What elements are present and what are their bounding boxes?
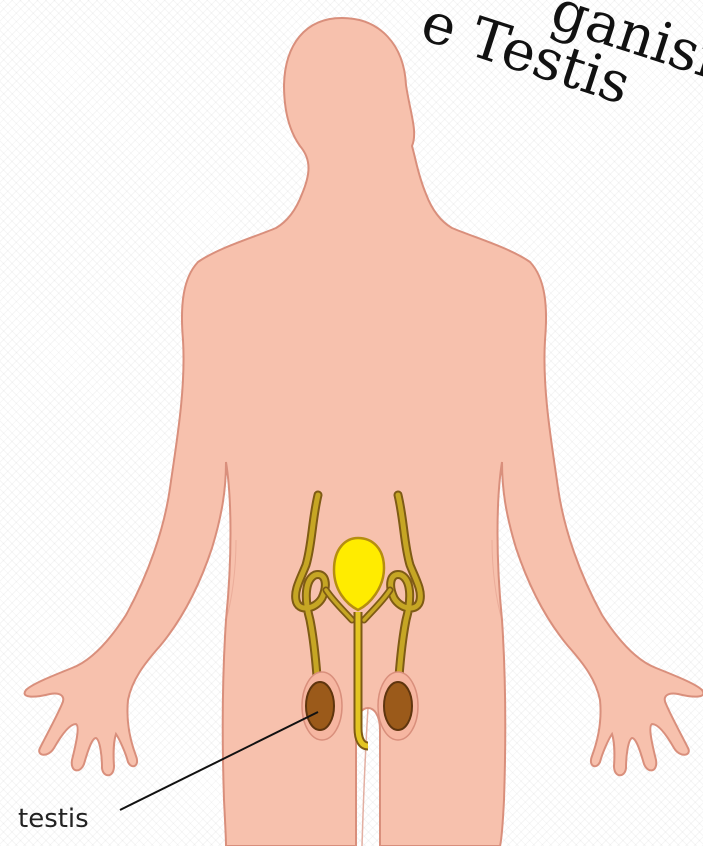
testis-label: testis: [18, 804, 89, 834]
body-silhouette: [25, 18, 703, 846]
testis-left: [306, 682, 334, 730]
testis-right: [384, 682, 412, 730]
